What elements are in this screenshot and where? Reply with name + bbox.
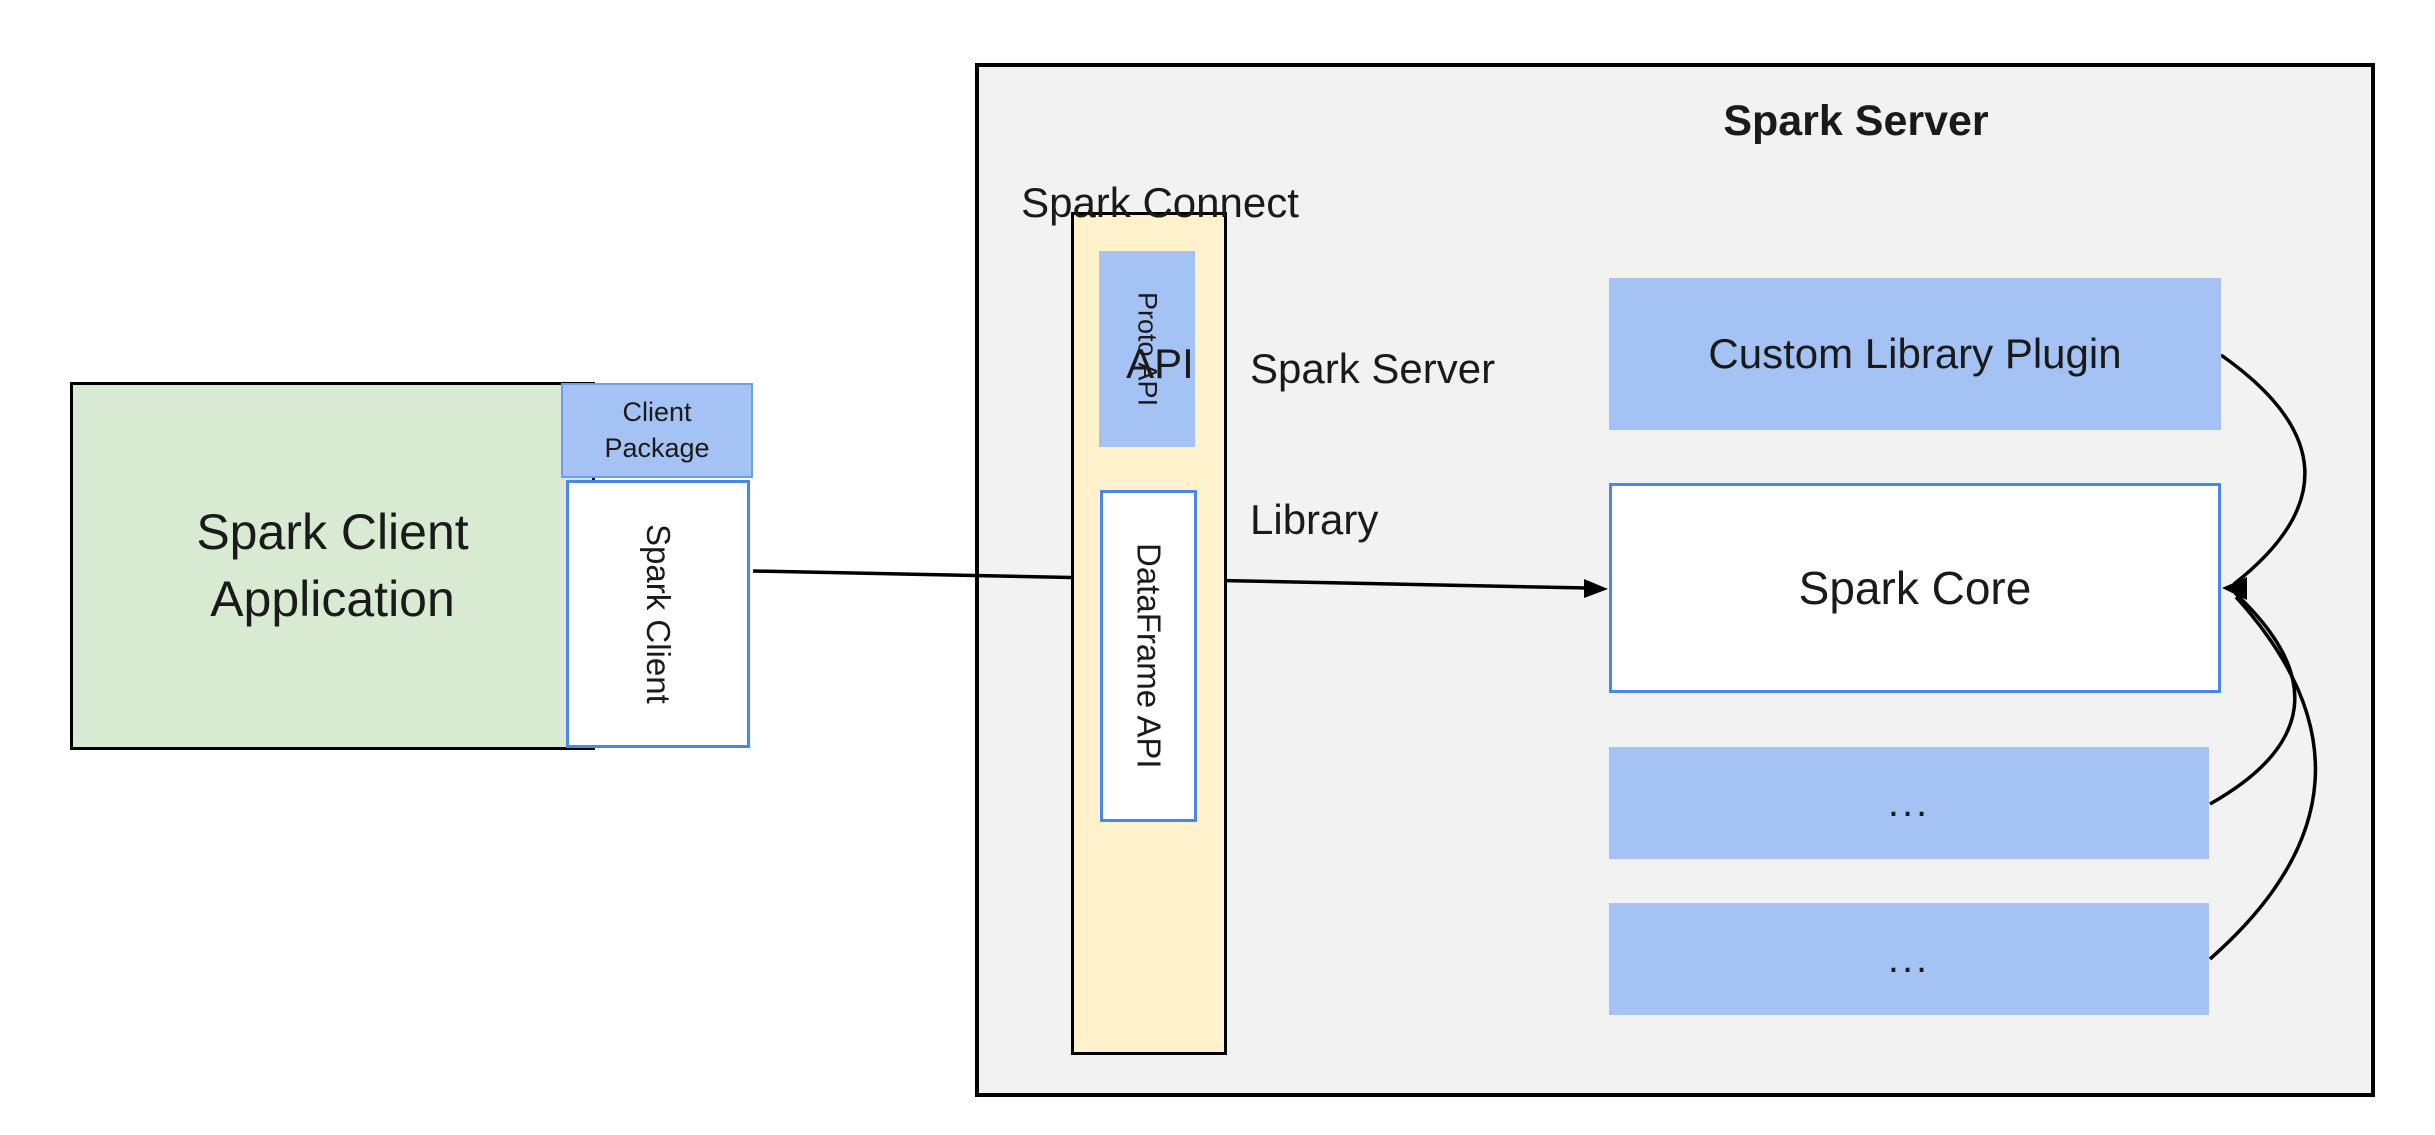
spark-server-library-label-line1: Spark Server (1250, 344, 1496, 392)
custom-library-plugin-node: Custom Library Plugin (1609, 278, 2221, 430)
client-package-label-line1: Client (622, 396, 692, 427)
client-package-node: Client Package (561, 383, 753, 478)
plugin-slot-2-label: ... (1887, 936, 1931, 981)
spark-client-application-label-line2: Application (210, 571, 455, 627)
spark-connect-api-label-line2: API (1126, 339, 1194, 387)
spark-server-library-label: Spark Server Library (1250, 243, 1650, 646)
spark-server-title: Spark Server (1723, 97, 1989, 145)
spark-connect-api-label-line1: Spark Connect (1021, 178, 1299, 226)
spark-client-node: Spark Client (566, 480, 750, 748)
spark-client-application-node: Spark Client Application (70, 382, 595, 750)
plugin-slot-2-node: ... (1609, 903, 2209, 1015)
spark-core-node: Spark Core (1609, 483, 2221, 693)
spark-client-label: Spark Client (640, 524, 677, 704)
dataframe-api-label: DataFrame API (1130, 543, 1168, 769)
plugin-slot-1-label: ... (1887, 780, 1931, 825)
spark-core-label: Spark Core (1798, 562, 2032, 614)
plugin-slot-1-node: ... (1609, 747, 2209, 859)
spark-server-library-label-line2: Library (1250, 495, 1379, 543)
spark-connect-api-label: Spark Connect API (960, 68, 1360, 498)
custom-library-plugin-label: Custom Library Plugin (1708, 330, 2122, 377)
dataframe-api-node: DataFrame API (1100, 490, 1197, 822)
spark-client-application-label-line1: Spark Client (196, 503, 469, 560)
client-package-label-line2: Package (604, 432, 710, 463)
proto-api-label: Proto API (1132, 291, 1163, 407)
proto-api-node: Proto API (1099, 251, 1195, 447)
